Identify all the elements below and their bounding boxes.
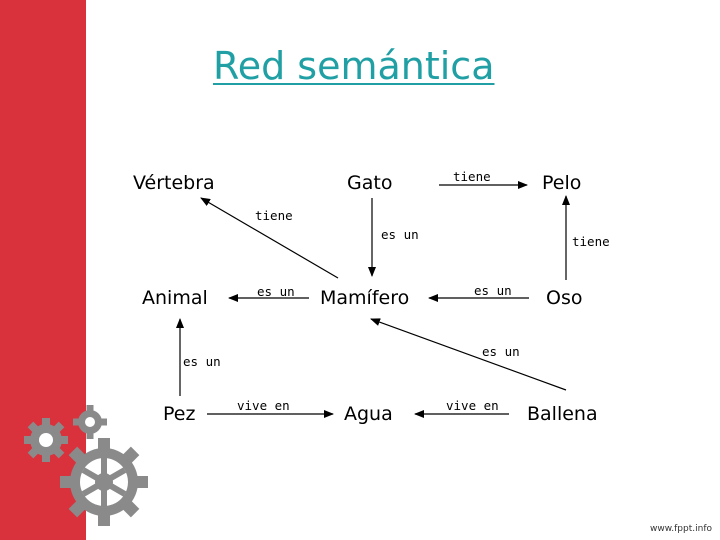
node-pelo: Pelo [542, 172, 581, 194]
relation-label: es un [482, 344, 520, 359]
edge-mamifero-vertebra [200, 197, 339, 279]
node-mamifero: Mamífero [320, 287, 409, 309]
node-vertebra: Vértebra [133, 172, 215, 194]
node-gato: Gato [347, 172, 392, 194]
relation-label: es un [381, 227, 419, 242]
relation-label: tiene [453, 169, 491, 184]
node-oso: Oso [546, 287, 582, 309]
relation-label: es un [474, 283, 512, 298]
edge-ballena-mamifero [370, 318, 567, 391]
relation-label: tiene [572, 234, 610, 249]
relation-label: es un [257, 284, 295, 299]
slide-title: Red semántica [213, 44, 495, 88]
node-agua: Agua [344, 403, 393, 425]
relation-label: tiene [255, 208, 293, 223]
node-pez: Pez [163, 403, 195, 425]
semantic-network-diagram: tiene tiene es un tiene es un es un es u… [123, 160, 613, 440]
relation-label: es un [183, 354, 221, 369]
relation-label: vive en [237, 398, 290, 413]
node-animal: Animal [142, 287, 208, 309]
relation-label: vive en [446, 398, 499, 413]
node-ballena: Ballena [527, 403, 598, 425]
gears-icon [18, 400, 158, 534]
footer-credit: www.fppt.info [650, 524, 712, 534]
